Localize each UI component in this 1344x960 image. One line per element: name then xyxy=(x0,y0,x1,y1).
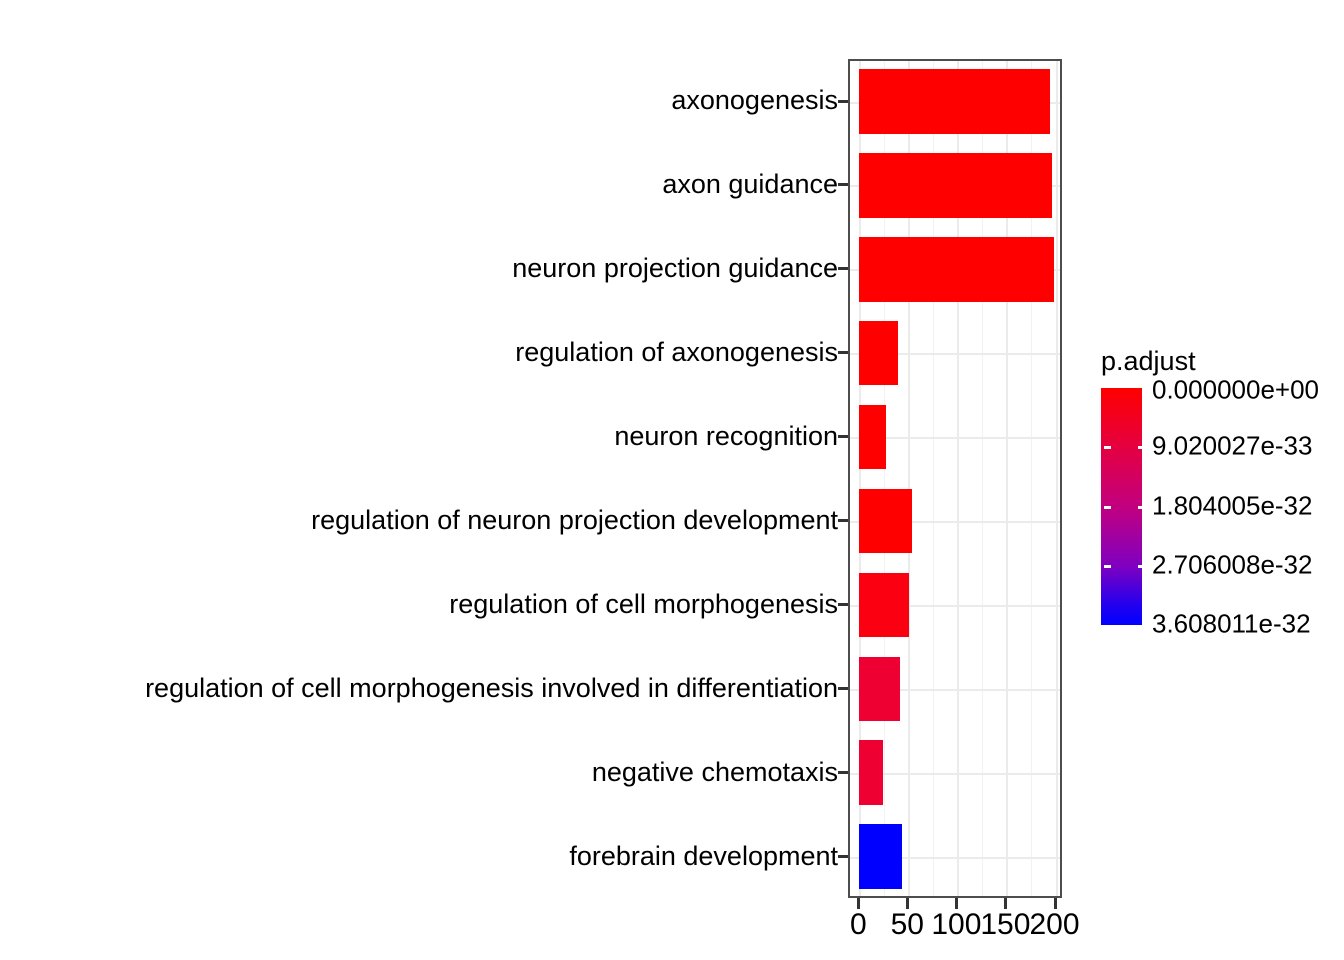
y-axis-tick xyxy=(838,602,848,606)
legend-title: p.adjust xyxy=(1101,346,1196,376)
legend-tick-label: 1.804005e-32 xyxy=(1152,490,1313,520)
y-axis-tick xyxy=(838,435,848,439)
y-axis-tick xyxy=(838,351,848,355)
gridline-vertical-major xyxy=(1055,61,1058,896)
x-axis-tick-label: 100 xyxy=(931,908,982,941)
gridline-vertical-major xyxy=(957,61,960,896)
legend-tick-label: 9.020027e-33 xyxy=(1152,430,1313,461)
legend-colorbar[interactable] xyxy=(1101,388,1145,625)
gridline-horizontal xyxy=(850,353,1060,356)
y-axis-tick xyxy=(838,267,848,271)
gridline-horizontal xyxy=(850,437,1060,440)
gridline-vertical-minor xyxy=(981,61,983,896)
y-axis-label: negative chemotaxis xyxy=(591,756,838,787)
y-axis-label: regulation of neuron projection developm… xyxy=(311,504,838,535)
legend-tick-label: 3.608011e-32 xyxy=(1152,608,1311,639)
x-axis-tick-label: 50 xyxy=(890,908,924,941)
bar[interactable] xyxy=(859,488,913,554)
y-axis-tick xyxy=(838,770,848,774)
gridline-horizontal xyxy=(850,772,1060,775)
legend-tick xyxy=(1138,505,1145,509)
y-axis-label: neuron recognition xyxy=(614,421,838,452)
legend-tick xyxy=(1104,446,1111,450)
legend-tick xyxy=(1138,446,1145,450)
gridline-vertical-major xyxy=(908,61,911,896)
gridline-vertical-minor xyxy=(883,61,885,896)
x-axis-tick xyxy=(857,898,861,909)
gridline-horizontal xyxy=(850,604,1060,607)
gridline-vertical-major xyxy=(1006,61,1009,896)
y-axis-tick xyxy=(838,854,848,858)
x-axis-tick-label: 150 xyxy=(980,908,1031,941)
bar[interactable] xyxy=(859,824,903,889)
legend-tick-label: 2.706008e-32 xyxy=(1152,549,1313,580)
bar[interactable] xyxy=(859,153,1052,218)
bar[interactable] xyxy=(859,69,1050,134)
y-axis-tick xyxy=(838,99,848,103)
y-axis-label: regulation of cell morphogenesis involve… xyxy=(145,672,838,703)
y-axis-label: neuron projection guidance xyxy=(512,253,838,284)
x-axis-tick xyxy=(906,898,910,909)
legend-tick-label: 0.000000e+00 xyxy=(1152,374,1320,405)
y-axis-labels: axonogenesis axon guidance neuron projec… xyxy=(0,59,848,898)
y-axis-tick xyxy=(838,519,848,522)
y-axis-label: axonogenesis xyxy=(671,85,838,116)
bar[interactable] xyxy=(859,237,1054,302)
legend-tick xyxy=(1104,505,1111,509)
y-axis-tick xyxy=(838,686,848,690)
legend-tick xyxy=(1104,564,1111,568)
gridline-vertical-major xyxy=(859,61,862,896)
gridline-vertical-minor xyxy=(932,61,934,896)
y-axis-tick xyxy=(838,183,848,187)
bar[interactable] xyxy=(859,320,898,386)
x-axis-tick xyxy=(1053,898,1057,909)
legend-tick xyxy=(1138,564,1145,568)
y-axis-label: forebrain development xyxy=(569,840,838,871)
gridline-horizontal xyxy=(850,688,1060,691)
y-axis-label: regulation of axonogenesis xyxy=(515,337,838,368)
bar[interactable] xyxy=(859,572,910,638)
plot-panel xyxy=(848,59,1062,898)
bar[interactable] xyxy=(859,656,901,721)
gridline-horizontal xyxy=(850,856,1060,859)
gridline-horizontal xyxy=(850,521,1060,523)
y-axis-label: axon guidance xyxy=(662,169,838,200)
y-axis-label: regulation of cell morphogenesis xyxy=(449,588,838,619)
gridline-vertical-minor xyxy=(1031,61,1032,896)
bar[interactable] xyxy=(859,740,883,805)
x-axis-tick-label: 200 xyxy=(1029,908,1080,941)
x-axis-ticks xyxy=(848,898,1062,910)
x-axis-tick xyxy=(955,898,959,909)
x-axis-tick xyxy=(1004,898,1008,909)
x-axis-labels: 0 50 100 150 200 xyxy=(600,909,1300,953)
x-axis-tick-label: 0 xyxy=(849,908,867,941)
bar[interactable] xyxy=(859,404,886,470)
